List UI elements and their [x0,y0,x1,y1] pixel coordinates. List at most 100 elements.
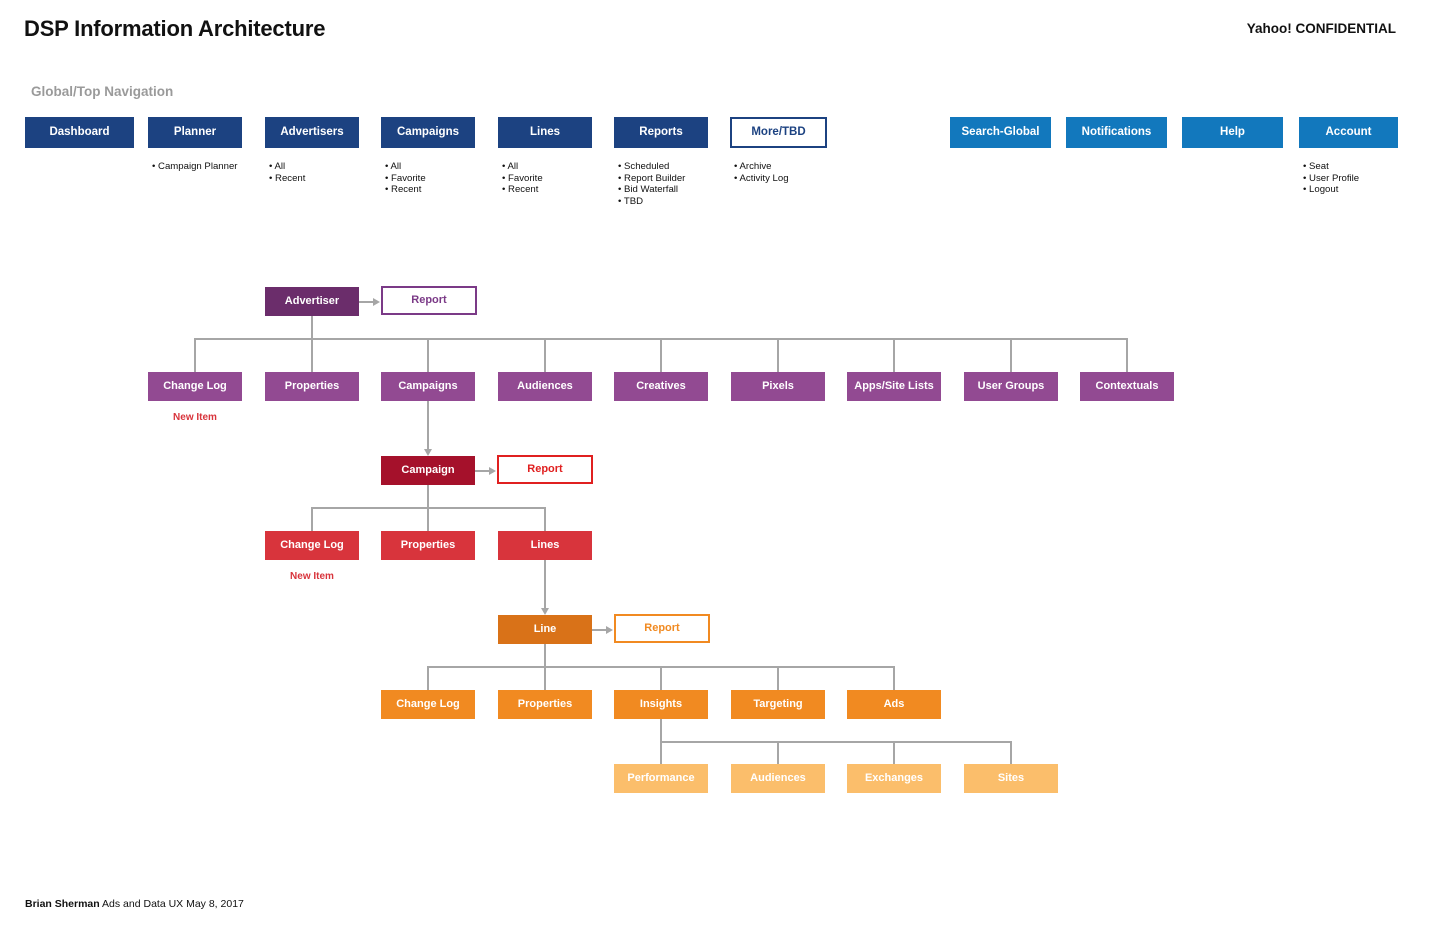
page-title: DSP Information Architecture [24,16,326,41]
new-item-badge: New Item [173,412,217,423]
connector-line [544,560,546,608]
connector-line [660,338,662,372]
node-advertiser-child-apps-site-lists[interactable]: Apps/Site Lists [847,372,941,401]
connector-line [544,666,546,690]
connector-line [592,629,606,631]
arrowhead-down-icon [541,608,549,615]
connector-line [427,401,429,449]
nav-button-campaigns[interactable]: Campaigns [381,117,475,148]
nav-submenu-item[interactable]: • All [502,161,519,172]
node-advertiser-child-contextuals[interactable]: Contextuals [1080,372,1174,401]
nav-submenu-item[interactable]: • Scheduled [618,161,670,172]
node-line-child-ads[interactable]: Ads [847,690,941,719]
node-advertiser-root-advertiser[interactable]: Advertiser [265,287,359,316]
node-insights-child-exchanges[interactable]: Exchanges [847,764,941,793]
nav-submenu-item[interactable]: • Logout [1303,184,1339,196]
nav-submenu-item[interactable]: • Recent [385,184,422,196]
connector-line [893,741,895,764]
connector-line [1010,338,1012,372]
nav-submenu-item[interactable]: • User Profile [1303,172,1360,184]
nav-submenu-item[interactable]: • Activity Log [734,172,789,184]
nav-submenu-item[interactable]: • TBD [618,195,644,207]
nav-button-planner[interactable]: Planner [148,117,242,148]
node-line-child-properties[interactable]: Properties [498,690,592,719]
nav-button-search-global[interactable]: Search-Global [950,117,1051,148]
new-item-badge: New Item [290,571,334,582]
arrowhead-right-icon [489,467,496,475]
node-advertiser-child-creatives[interactable]: Creatives [614,372,708,401]
connector-line [427,485,429,507]
nav-submenu-item[interactable]: • Bid Waterfall [618,184,679,196]
node-advertiser-child-change-log[interactable]: Change Log [148,372,242,401]
nav-submenu-item[interactable]: • Recent [269,172,306,184]
nav-submenu-item[interactable]: • All [385,161,402,172]
nav-submenu-item[interactable]: • Recent [502,184,539,196]
arrowhead-right-icon [373,298,380,306]
nav-submenu-item[interactable]: • Report Builder [618,172,686,184]
nav-button-more-tbd[interactable]: More/TBD [730,117,827,148]
node-advertiser-child-pixels[interactable]: Pixels [731,372,825,401]
connector-line [427,507,429,531]
nav-submenu-planner: • Campaign Planner [152,161,238,173]
connector-line [475,470,489,472]
connector-line [359,301,373,303]
nav-button-reports[interactable]: Reports [614,117,708,148]
nav-submenu-item[interactable]: • All [269,161,286,172]
connector-line [544,507,546,531]
footer-meta: Ads and Data UX May 8, 2017 [102,898,244,910]
connector-line [777,666,779,690]
node-insights-child-performance[interactable]: Performance [614,764,708,793]
nav-button-lines[interactable]: Lines [498,117,592,148]
nav-submenu-item[interactable]: • Archive [734,161,772,172]
connector-line [544,338,546,372]
connector-line [660,666,662,690]
nav-submenu-lines: • All• Favorite• Recent [502,161,543,196]
node-advertiser-child-audiences[interactable]: Audiences [498,372,592,401]
arrowhead-down-icon [424,449,432,456]
nav-submenu-item[interactable]: • Seat [1303,161,1329,172]
nav-submenu-item[interactable]: • Favorite [385,172,426,184]
arrowhead-right-icon [606,626,613,634]
node-line-child-insights[interactable]: Insights [614,690,708,719]
nav-submenu-campaigns: • All• Favorite• Recent [385,161,426,196]
nav-submenu-item[interactable]: • Favorite [502,172,543,184]
nav-button-help[interactable]: Help [1182,117,1283,148]
node-advertiser-report-report[interactable]: Report [381,286,477,315]
node-line-root-line[interactable]: Line [498,615,592,644]
connector-line [311,316,313,338]
node-advertiser-child-campaigns[interactable]: Campaigns [381,372,475,401]
connector-line [544,644,546,666]
nav-button-account[interactable]: Account [1299,117,1398,148]
connector-line [893,666,895,690]
nav-button-dashboard[interactable]: Dashboard [25,117,134,148]
node-advertiser-child-user-groups[interactable]: User Groups [964,372,1058,401]
connector-line [427,666,429,690]
nav-button-advertisers[interactable]: Advertisers [265,117,359,148]
connector-line [1010,741,1012,764]
nav-submenu-reports: • Scheduled• Report Builder• Bid Waterfa… [618,161,685,207]
nav-submenu-item[interactable]: • Campaign Planner [152,161,238,172]
connector-line [660,741,1012,743]
node-campaign-report-report[interactable]: Report [497,455,593,484]
global-nav-section-label: Global/Top Navigation [31,84,174,99]
connector-line [777,338,779,372]
nav-button-notifications[interactable]: Notifications [1066,117,1167,148]
node-line-child-change-log[interactable]: Change Log [381,690,475,719]
node-insights-child-audiences[interactable]: Audiences [731,764,825,793]
node-campaign-root-campaign[interactable]: Campaign [381,456,475,485]
connector-line [777,741,779,764]
node-campaign-child-lines[interactable]: Lines [498,531,592,560]
connector-line [1126,338,1128,372]
node-advertiser-child-properties[interactable]: Properties [265,372,359,401]
connector-line [660,719,662,741]
connector-line [660,741,662,764]
node-insights-child-sites[interactable]: Sites [964,764,1058,793]
node-line-child-targeting[interactable]: Targeting [731,690,825,719]
connector-line [311,507,313,531]
node-campaign-child-change-log[interactable]: Change Log [265,531,359,560]
footer-author: Brian Sherman [25,898,100,910]
node-campaign-child-properties[interactable]: Properties [381,531,475,560]
nav-submenu-advertisers: • All• Recent [269,161,305,184]
node-line-report-report[interactable]: Report [614,614,710,643]
